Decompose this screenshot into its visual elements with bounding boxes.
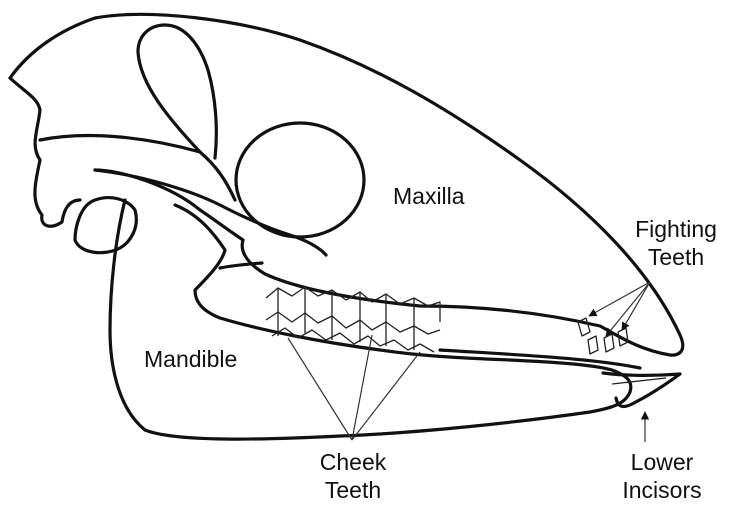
label-lower-incisors-line-2: Incisors xyxy=(602,476,722,504)
temporal-loop xyxy=(138,25,216,158)
lower-incisors-shape xyxy=(603,373,680,406)
occipital-condyle xyxy=(75,198,136,253)
label-fighting-teeth-line-2: Teeth xyxy=(616,243,736,271)
orbit xyxy=(236,123,364,237)
cheek-teeth-pointer-2 xyxy=(352,335,372,440)
fighting-teeth-pointer-2 xyxy=(606,282,650,336)
label-cheek-teeth: Cheek Teeth xyxy=(298,448,408,504)
label-lower-incisors: Lower Incisors xyxy=(602,448,722,504)
label-cheek-teeth-line-2: Teeth xyxy=(298,476,408,504)
cheek-teeth-pointer-3 xyxy=(352,352,420,440)
label-mandible: Mandible xyxy=(144,345,237,373)
label-maxilla: Maxilla xyxy=(393,182,465,210)
cheek-teeth-pointer-1 xyxy=(288,338,352,440)
zygomatic-arch-upper xyxy=(200,152,235,200)
fighting-teeth-pointer-1 xyxy=(589,282,650,316)
occipital-outline xyxy=(10,78,80,226)
label-fighting-teeth: Fighting Teeth xyxy=(616,215,736,271)
occipital-ridge xyxy=(40,136,200,152)
label-cheek-teeth-line-1: Cheek xyxy=(298,448,408,476)
zygomatic-arch xyxy=(95,170,326,255)
label-lower-incisors-line-1: Lower xyxy=(602,448,722,476)
mandible-outline xyxy=(110,200,631,439)
lower-incisor-line xyxy=(612,378,666,384)
label-fighting-teeth-line-1: Fighting xyxy=(616,215,736,243)
